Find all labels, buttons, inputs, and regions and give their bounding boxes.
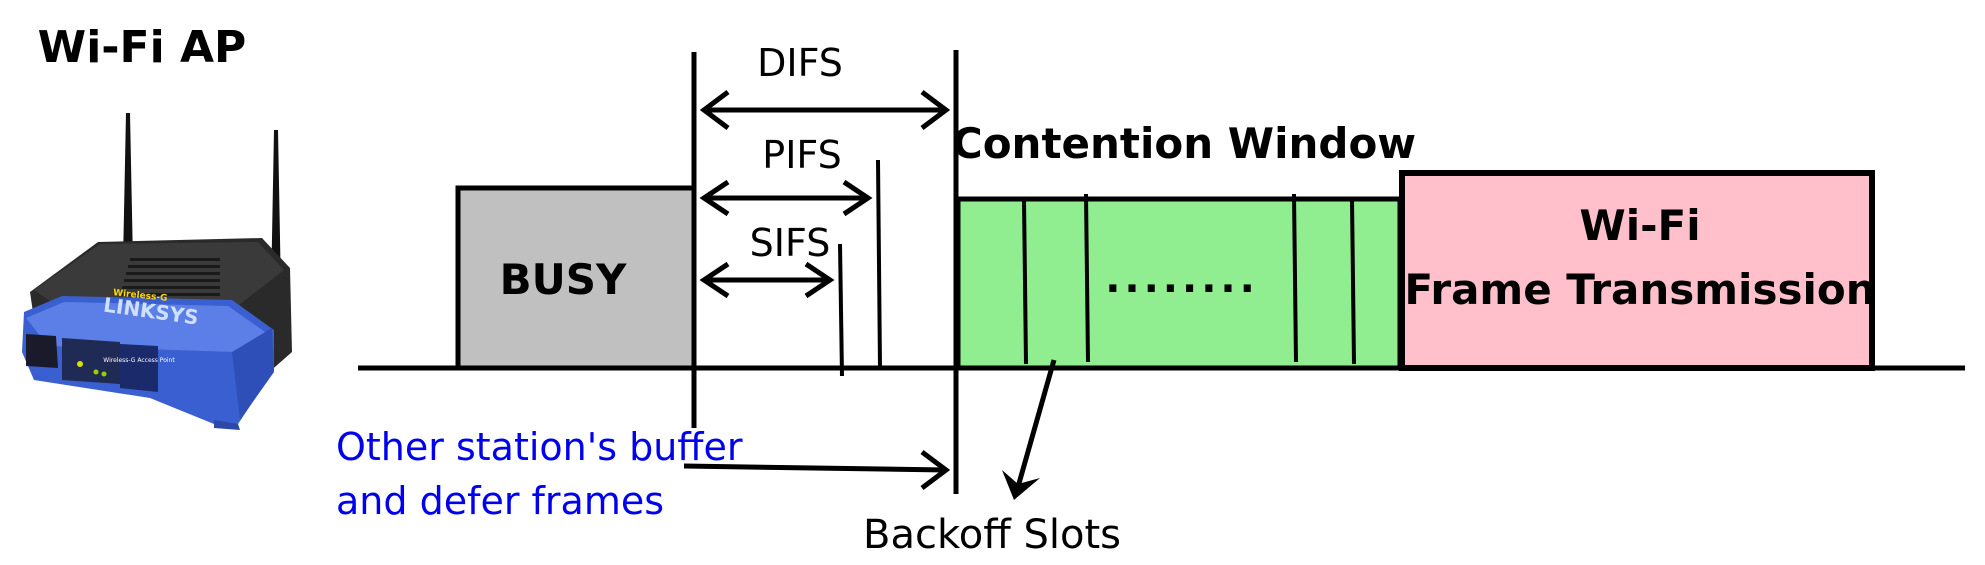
defer-arrow <box>683 450 951 490</box>
backoff-slot-divider <box>1292 193 1298 363</box>
wifi-ap-group: Wi-Fi AP <box>22 22 292 430</box>
busy-block: BUSY <box>455 185 697 371</box>
pifs-label: PIFS <box>762 133 841 177</box>
sifs-arrow <box>699 261 835 299</box>
sifs-end-line <box>838 243 844 377</box>
backoff-arrowhead-icon <box>1002 470 1040 500</box>
difs-arrow <box>699 90 951 130</box>
router-vent-icon <box>120 258 220 296</box>
defer-note-line1: Other station's buffer <box>336 425 743 469</box>
router-model: Wireless-G Access Point <box>103 357 175 364</box>
busy-label: BUSY <box>500 255 627 304</box>
sifs-label: SIFS <box>750 221 831 265</box>
slot-ellipsis: ........ <box>1105 256 1259 302</box>
pifs-end-line <box>876 159 882 369</box>
router-icon: LINKSYS Wireless-G Wireless-G Access Poi… <box>22 113 292 430</box>
contention-title: Contention Window <box>952 119 1416 168</box>
contention-window: Contention Window ........ <box>952 119 1416 371</box>
pifs-arrow <box>699 179 873 217</box>
backoff-slot-divider <box>1350 198 1356 365</box>
backoff-label: Backoff Slots <box>863 512 1121 558</box>
frame-transmission-block: Wi-Fi Frame Transmission <box>1399 170 1876 371</box>
frame-line1: Wi-Fi <box>1579 201 1700 250</box>
ap-title: Wi-Fi AP <box>38 22 247 73</box>
backoff-pointer-arrow <box>1013 359 1057 495</box>
backoff-slot-divider <box>1022 198 1028 365</box>
difs-label: DIFS <box>757 41 843 85</box>
frame-line2: Frame Transmission <box>1404 265 1875 314</box>
backoff-slot-divider <box>1084 193 1090 363</box>
defer-note-line2: and defer frames <box>336 479 664 523</box>
